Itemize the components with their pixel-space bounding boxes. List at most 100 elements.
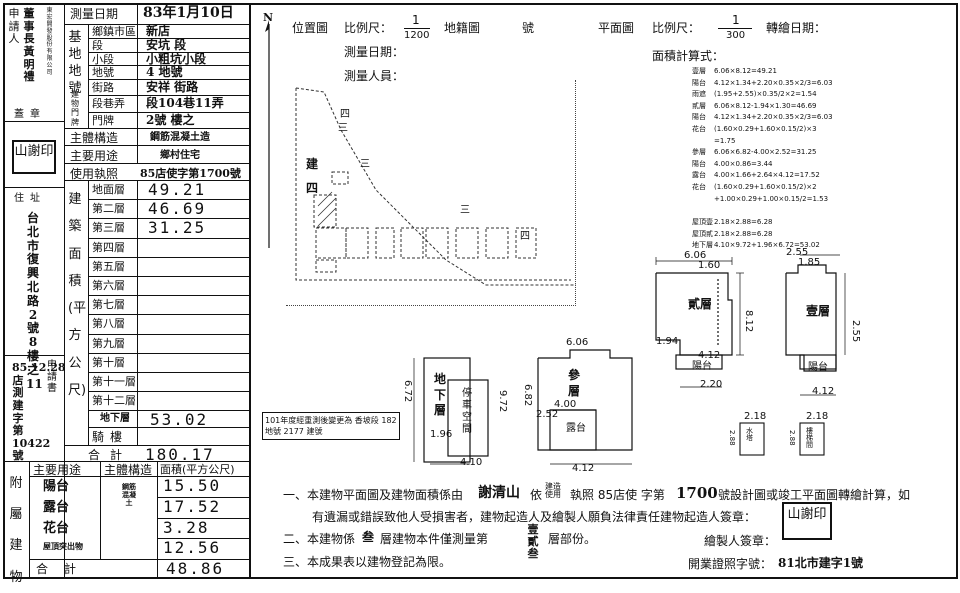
- bldg-row-label: 門牌: [92, 113, 114, 127]
- dim-410: 4.10: [460, 457, 483, 468]
- dim-194: 1.94: [656, 336, 679, 347]
- calc-row-value: +1.00×0.29+1.00×0.15/2=1.53: [714, 194, 829, 203]
- roof-stair-label: 樓梯間: [806, 427, 813, 449]
- floor1-label: 壹層: [806, 304, 831, 318]
- floor-row-label: 第九層: [92, 336, 125, 350]
- calc-row-key: 參層: [692, 148, 706, 157]
- license-value: 85店使字第1700號: [140, 167, 241, 180]
- lot-label-5: 四: [520, 231, 530, 242]
- north-arrow-icon: [265, 20, 270, 248]
- dim-196: 1.96: [430, 429, 453, 440]
- dim-672: 6.72: [402, 380, 413, 403]
- calc-row-value: 4.00×1.66+2.64×4.12=17.52: [714, 171, 820, 180]
- cadastral-map: [295, 87, 576, 286]
- note1-number: 1700: [676, 484, 718, 502]
- measure-date-value: 83年1月10日: [143, 5, 234, 21]
- base-row-label: 小段: [92, 52, 114, 66]
- dim-412a: 4.12: [698, 350, 721, 361]
- annex-structure: 鋼筋混凝土: [122, 482, 136, 508]
- basement-plan-label: 地下層: [434, 372, 447, 418]
- balcony-label-2: 陽台: [692, 361, 712, 372]
- outer-border-top: [3, 3, 958, 5]
- note3-mid: 層建物本件僅測量第: [380, 532, 489, 546]
- floor-row-value: 31.25: [148, 218, 207, 238]
- area-label: 建築面積(平方公尺): [68, 192, 87, 399]
- north-label: N: [263, 11, 274, 24]
- note1-category: 建造使用: [545, 482, 561, 499]
- basement-label: 地下層: [100, 413, 130, 424]
- roof-plans: [739, 422, 825, 456]
- calc-row-key: 陽台: [692, 159, 706, 168]
- license-no-label: 開業證照字號：: [688, 557, 773, 571]
- calc-row-key: 花台: [692, 183, 706, 191]
- apply-book-label: 申請書: [47, 360, 57, 394]
- floor-row-value: 49.21: [148, 180, 207, 199]
- drafter-sign-label: 繪製人簽章：: [704, 534, 777, 548]
- calc-title: 面積計算式：: [652, 49, 725, 63]
- calc-row-key: 地下層: [692, 241, 713, 250]
- base-row-value: 4 地號: [146, 65, 183, 80]
- structure-label: 主體構造: [70, 131, 119, 145]
- address-value: 台北市復興北路2號8樓之11: [26, 211, 43, 391]
- terrace-label: 露台: [566, 423, 586, 434]
- annex-row-use: 陽台: [43, 479, 70, 494]
- base-row-label: 地號: [92, 66, 114, 80]
- surveyor-label: 測量人員：: [344, 69, 405, 83]
- floor-row-line: [88, 256, 250, 258]
- col-divider: [64, 3, 65, 579]
- calc-row-key: 屋頂壹: [692, 218, 713, 227]
- basement-value: 53.02: [150, 410, 209, 429]
- total-label: 合計: [88, 448, 133, 462]
- calc-row-key: 雨遮: [692, 90, 706, 99]
- dim-972: 9.72: [497, 390, 508, 413]
- annex-header-structure: 主體構造: [104, 463, 153, 477]
- floor-row-label: 第七層: [92, 298, 125, 312]
- base-row-value: 小粗坑小段: [146, 51, 207, 66]
- annex-total-label: 合計: [36, 562, 93, 576]
- floor-row-line: [88, 314, 250, 316]
- road-label: 四: [306, 181, 319, 195]
- annex-row-area: 17.52: [163, 496, 222, 516]
- seal-label: 蓋章: [14, 109, 46, 120]
- row-line: [88, 65, 250, 67]
- floor-row-label: 第五層: [92, 259, 125, 273]
- dim-412b: 4.12: [812, 386, 835, 397]
- floor-row-label: 第八層: [92, 317, 125, 331]
- floor-row-value: 46.69: [148, 199, 207, 219]
- dim-255b: 2.55: [850, 320, 861, 343]
- annex-row-use: 屋頂突出物: [43, 541, 83, 552]
- apply-book-value: 85.12.28 店測建字第 10422號: [12, 361, 66, 463]
- floor-row-label: 第十二層: [92, 394, 136, 408]
- calc-row-key: 露台: [692, 171, 706, 180]
- dim-218a: 2.18: [744, 411, 767, 422]
- calc-row-key: 花台: [692, 125, 706, 133]
- floor-plans-upper: [655, 254, 846, 396]
- parking-label: 停車空間: [462, 388, 472, 435]
- calc-row-value: (1.95+2.55)×0.35/2×2=1.54: [714, 90, 817, 99]
- note3-floors: 叁: [362, 530, 375, 544]
- calc-row-value: 4.12×1.34+2.20×0.35×2/3=6.03: [714, 113, 833, 122]
- annex-row-line: [157, 496, 250, 498]
- annex-row-use: 花台: [43, 520, 70, 536]
- address-label: 住址: [14, 193, 46, 204]
- dim-412c: 4.12: [572, 463, 595, 474]
- plan-scale-num: 1: [732, 13, 740, 27]
- location-scale-den: 1200: [404, 30, 430, 41]
- note2: 有遺漏或錯誤致他人受損害者，建物起造人及繪製人願負法律責任建物起造人簽章：: [312, 510, 757, 524]
- note1-license: 執照 85店使 字第: [570, 488, 665, 502]
- lot-label-2: 三: [338, 123, 348, 134]
- remeasure-note: 101年度經重測後變更為 香坡段 182 地號 2177 建號: [262, 412, 400, 441]
- cadastral-map-frame: [286, 80, 576, 306]
- arcade-label: 騎樓: [92, 430, 129, 444]
- dim-606a: 6.06: [684, 250, 707, 261]
- note1-suffix: 號設計圖或竣工平面圖轉繪計算，如: [718, 488, 911, 502]
- annex-row-area: 15.50: [163, 476, 222, 495]
- calc-row-key: 屋頂貳: [692, 229, 713, 238]
- floor-row-label: 第十層: [92, 355, 125, 369]
- company-value: 東宏開發股份有限公司: [46, 7, 53, 77]
- floor2-label: 貳層: [688, 297, 713, 311]
- floor-plans-lower: [413, 349, 633, 465]
- parcel-label: 建: [306, 157, 319, 171]
- dim-400: 4.00: [554, 399, 577, 410]
- annex-row-area: 3.28: [163, 517, 210, 537]
